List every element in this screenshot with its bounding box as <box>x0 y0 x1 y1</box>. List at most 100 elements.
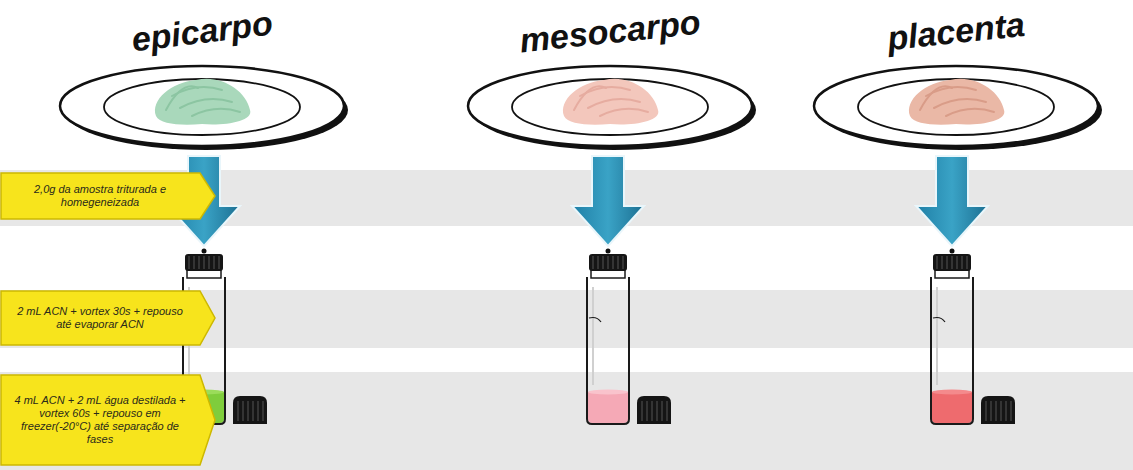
vial-neck <box>935 270 969 278</box>
cap-ridge <box>952 256 953 269</box>
sample-plate: mesocarpo <box>460 56 760 152</box>
drop-dot <box>606 249 611 254</box>
sample-texture <box>192 109 240 116</box>
glass-shine <box>592 287 594 385</box>
loose-cap <box>637 396 671 424</box>
plate-drawing <box>52 56 352 152</box>
cap-ridge <box>253 401 254 421</box>
plate-title: mesocarpo <box>459 0 761 66</box>
plate-drawing <box>806 56 1106 152</box>
sample-plate: placenta <box>806 56 1106 152</box>
cap-ridge <box>199 256 200 269</box>
step-band <box>0 372 1133 470</box>
sample-texture <box>600 109 648 116</box>
cap-ridge <box>996 401 997 421</box>
step-text-wrap: 2,0g da amostra triturada e homegeneizad… <box>0 172 216 220</box>
step-text-wrap: 4 mL ACN + 2 mL água destilada + vortex … <box>0 374 216 466</box>
cap-ridge <box>618 256 619 269</box>
step-band <box>0 290 1133 348</box>
step-tag-shape <box>1 291 215 345</box>
sample-texture <box>934 99 986 108</box>
cap-ridge <box>647 401 648 421</box>
vial-cap <box>589 254 627 271</box>
cap-ridge <box>214 256 215 269</box>
glass-shine <box>936 287 938 385</box>
cap-ridge <box>991 401 992 421</box>
cap-ridge <box>598 256 599 269</box>
cap-ridge <box>209 256 210 269</box>
plate-drawing <box>460 56 760 152</box>
cap-ridge <box>662 401 663 421</box>
cap-ridge <box>593 256 594 269</box>
cap-ridge <box>613 256 614 269</box>
down-arrow <box>916 156 988 246</box>
vial-liquid <box>932 392 972 423</box>
down-arrow <box>572 156 644 246</box>
sample-plate: epicarpo <box>52 56 352 152</box>
vial-cap <box>185 254 223 271</box>
plate-title: placenta <box>805 0 1107 66</box>
cap-ridge <box>1011 401 1012 421</box>
sample-texture <box>920 86 952 110</box>
step-label: 2 mL ACN + vortex 30s + repouso até evap… <box>0 290 216 346</box>
cap-ridge <box>1006 401 1007 421</box>
drop-dot <box>950 249 955 254</box>
sample-mass <box>563 79 658 125</box>
sample-texture <box>574 86 606 110</box>
plate-title: epicarpo <box>51 0 353 68</box>
cap-ridge <box>258 401 259 421</box>
cap-ridge <box>248 401 249 421</box>
sample-texture <box>180 99 232 108</box>
cap-ridge <box>986 401 987 421</box>
step-text: 2 mL ACN + vortex 30s + repouso até evap… <box>0 301 216 335</box>
step-text: 2,0g da amostra triturada e homegeneizad… <box>0 179 216 213</box>
cap-ridge <box>937 256 938 269</box>
sample-mass <box>155 79 250 125</box>
cap-ridge <box>967 256 968 269</box>
cap-ridge <box>238 401 239 421</box>
cap-ridge <box>219 256 220 269</box>
plate-well <box>858 79 1054 135</box>
vial-neck <box>187 270 221 278</box>
sample-texture <box>588 99 640 108</box>
vial <box>587 254 671 424</box>
cap-ridge <box>189 256 190 269</box>
loose-cap <box>233 396 267 424</box>
cap-ridge <box>942 256 943 269</box>
drop-dot <box>202 249 207 254</box>
plate-rim <box>468 66 752 146</box>
vial-neck <box>591 270 625 278</box>
plate-well <box>104 79 300 135</box>
cap-ridge <box>947 256 948 269</box>
sample-mass <box>909 79 1004 125</box>
cap-ridge <box>652 401 653 421</box>
cap-ridge <box>263 401 264 421</box>
plate-well <box>512 79 708 135</box>
cap-ridge <box>957 256 958 269</box>
loose-cap <box>981 396 1015 424</box>
step-tag-shape <box>1 173 215 219</box>
cap-ridge <box>194 256 195 269</box>
cap-ridge <box>1001 401 1002 421</box>
vial-mark <box>589 318 601 323</box>
step-label: 4 mL ACN + 2 mL água destilada + vortex … <box>0 374 216 466</box>
plate-rim <box>814 66 1098 146</box>
plate-rim <box>60 66 344 146</box>
cap-ridge <box>642 401 643 421</box>
cap-ridge <box>608 256 609 269</box>
step-label: 2,0g da amostra triturada e homegeneizad… <box>0 172 216 220</box>
cap-ridge <box>623 256 624 269</box>
vial-cap <box>933 254 971 271</box>
cap-ridge <box>657 401 658 421</box>
sample-texture <box>166 86 198 110</box>
step-text: 4 mL ACN + 2 mL água destilada + vortex … <box>0 390 216 450</box>
cap-ridge <box>667 401 668 421</box>
cap-ridge <box>243 401 244 421</box>
vial-glass <box>931 277 973 424</box>
cap-ridge <box>204 256 205 269</box>
vial-mark <box>933 318 945 323</box>
step-text-wrap: 2 mL ACN + vortex 30s + repouso até evap… <box>0 290 216 346</box>
liquid-surface <box>588 390 628 395</box>
